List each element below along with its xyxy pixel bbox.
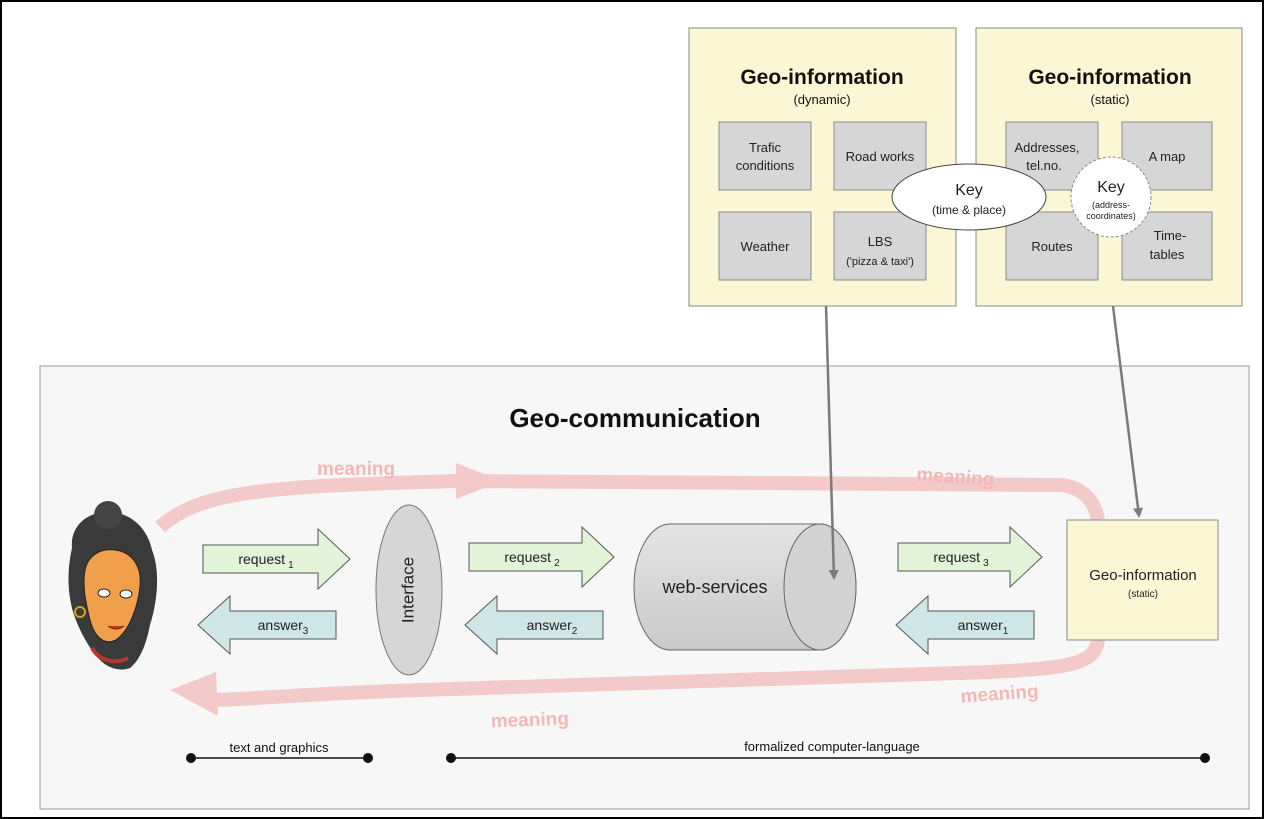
scale-right-end-dot xyxy=(1200,753,1210,763)
key-static-sub2: coordinates) xyxy=(1086,211,1136,221)
static-title: Geo-information xyxy=(1028,66,1191,89)
weather-label: Weather xyxy=(741,239,791,254)
trafic-line2: conditions xyxy=(736,158,795,173)
person-illustration xyxy=(68,501,158,670)
timetables-line1: Time- xyxy=(1154,228,1187,243)
person-necklace xyxy=(90,646,129,664)
answer-3-label: answer3 xyxy=(258,617,309,637)
person-mouth xyxy=(107,625,125,630)
meaning-label-top-left: meaning xyxy=(317,459,395,480)
dynamic-subtitle: (dynamic) xyxy=(793,92,850,107)
key-dynamic: Key (time & place) xyxy=(891,163,1047,231)
geo-info-box-title: Geo-information xyxy=(1089,567,1197,584)
person-earring xyxy=(74,606,86,618)
meaning-loop-top xyxy=(155,473,1105,533)
geo-info-box-sub: (static) xyxy=(1128,589,1158,600)
scale-left-label: text and graphics xyxy=(229,740,329,755)
web-services: web-services xyxy=(633,523,857,651)
key-static-sub1: (address- xyxy=(1092,200,1130,210)
scale-right-label: formalized computer-language xyxy=(744,739,920,754)
scale-left-start-dot xyxy=(186,753,196,763)
dynamic-to-webservices-arrow xyxy=(824,305,839,580)
person-eye-right xyxy=(119,589,133,599)
answer-1-shape xyxy=(895,594,1035,656)
answer-2-shape xyxy=(464,594,604,656)
key-dynamic-ellipse xyxy=(891,163,1047,231)
lbs-cell xyxy=(833,211,927,281)
answer-arrow-2: answer2 xyxy=(464,594,604,656)
request-1-shape xyxy=(202,527,351,591)
key-dynamic-label: Key xyxy=(955,182,983,199)
static-subtitle: (static) xyxy=(1091,92,1130,107)
answer-arrow-3: answer3 xyxy=(197,594,337,656)
web-services-end xyxy=(783,523,857,651)
road-works-label: Road works xyxy=(846,149,915,164)
geo-info-dynamic-panel: Geo-information (dynamic) Trafic conditi… xyxy=(688,27,957,307)
lbs-line1: LBS xyxy=(868,234,893,249)
key-static-label: Key xyxy=(1097,179,1125,196)
meaning-loop-bottom xyxy=(209,638,1105,707)
answer-arrow-1: answer1 xyxy=(895,594,1035,656)
trafic-line1: Trafic xyxy=(749,140,782,155)
request-3-shape xyxy=(897,525,1043,589)
static-to-geoinfo-arrow xyxy=(1111,305,1143,518)
scale-text-graphics: text and graphics xyxy=(186,740,373,763)
scale-left-end-dot xyxy=(363,753,373,763)
trafic-conditions-cell xyxy=(718,121,812,191)
lbs-line2: ('pizza & taxi') xyxy=(846,256,914,268)
person-eye-left xyxy=(97,588,111,598)
meaning-bottom-arrowhead xyxy=(170,672,218,716)
routes-label: Routes xyxy=(1031,239,1073,254)
scale-formalized: formalized computer-language xyxy=(446,739,1210,763)
key-static-circle xyxy=(1070,156,1152,238)
geo-info-box-bg xyxy=(1066,519,1219,641)
answer-2-label: answer2 xyxy=(527,617,578,637)
interface-label: Interface xyxy=(398,557,417,623)
meaning-top-arrowhead xyxy=(456,463,502,499)
person-hair-bun xyxy=(94,501,122,529)
weather-cell xyxy=(718,211,812,281)
web-services-label: web-services xyxy=(661,577,767,597)
key-dynamic-sub: (time & place) xyxy=(932,203,1006,217)
geo-communication-panel: Geo-communication meaning meaning meanin… xyxy=(39,365,1250,810)
a-map-label: A map xyxy=(1149,149,1186,164)
timetables-line2: tables xyxy=(1150,247,1185,262)
person-face xyxy=(83,549,141,643)
scale-right-start-dot xyxy=(446,753,456,763)
answer-3-shape xyxy=(197,594,337,656)
dynamic-title: Geo-information xyxy=(740,66,903,89)
answer-1-label: answer1 xyxy=(958,617,1009,637)
addresses-line2: tel.no. xyxy=(1026,158,1061,173)
interface: Interface xyxy=(375,504,443,676)
meaning-label-bottom-left: meaning xyxy=(490,709,569,733)
interface-ellipse xyxy=(375,504,443,676)
request-2-shape xyxy=(468,525,615,589)
addresses-line1: Addresses, xyxy=(1014,140,1079,155)
geo-communication-title: Geo-communication xyxy=(509,403,760,433)
geo-info-box: Geo-information (static) xyxy=(1066,519,1219,641)
key-static: Key (address- coordinates) xyxy=(1070,156,1152,238)
